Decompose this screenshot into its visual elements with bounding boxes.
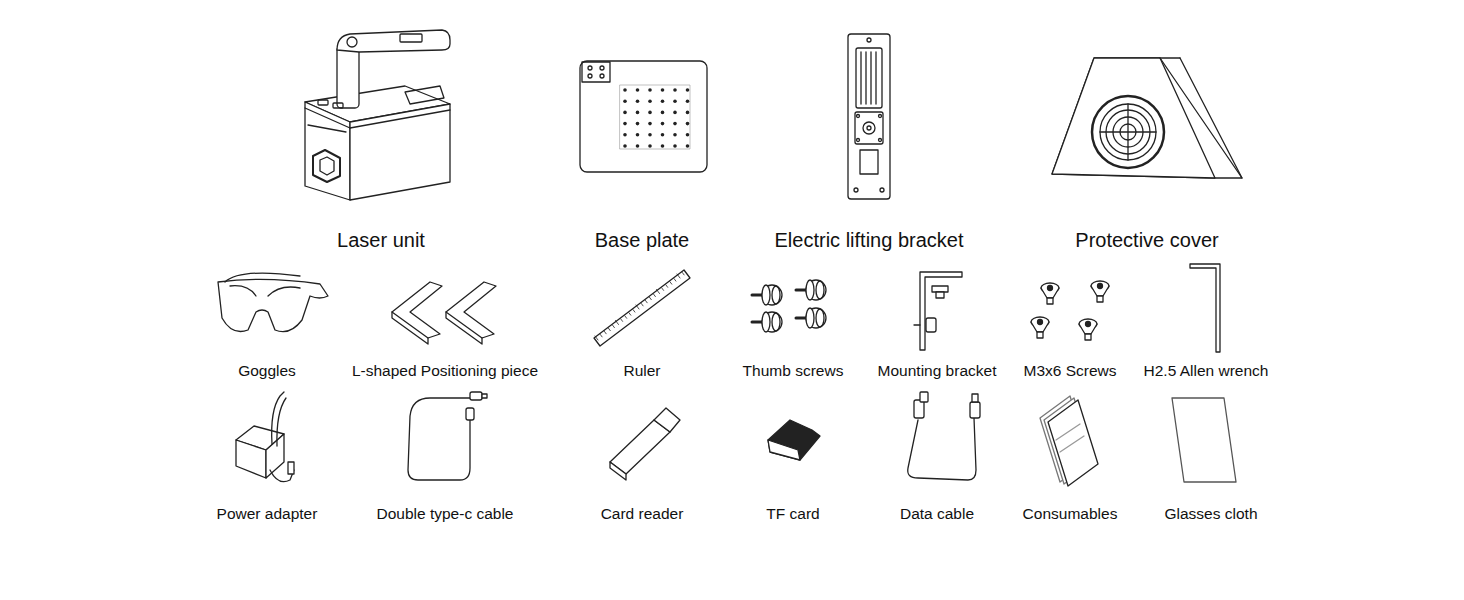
part-name: Base plate [595,228,690,252]
accessory-name: Mounting bracket [878,362,997,381]
ruler-drawing [594,270,690,346]
data-cable-drawing [908,392,980,480]
accessory-name: Double type-c cable [377,505,514,524]
accessory-name: Consumables [1023,505,1118,524]
accessory-name: M3x6 Screws [1023,362,1116,381]
protective-cover-drawing [1052,58,1242,178]
mounting-bracket-drawing [914,272,962,350]
l-piece-drawing [392,282,496,344]
accessory-name: Ruler [623,362,660,381]
accessory-name: TF card [766,505,819,524]
accessory-name: Goggles [238,362,296,381]
laser-unit-drawing [305,30,450,200]
accessory-name: Data cable [900,505,974,524]
part-name: Electric lifting bracket [775,228,964,252]
accessory-name: Thumb screws [743,362,844,381]
m3-screws-drawing [1031,281,1109,340]
tf-card-drawing [768,420,820,460]
card-reader-drawing [610,408,680,480]
accessory-name: Card reader [601,505,684,524]
power-adapter-drawing [236,392,294,482]
allen-wrench-drawing [1190,264,1220,352]
accessory-name: Power adapter [217,505,318,524]
accessory-name: L-shaped Positioning piece [352,362,538,381]
part-name: Protective cover [1075,228,1218,252]
base-plate-drawing [580,61,707,172]
accessory-name: H2.5 Allen wrench [1144,362,1269,381]
consumables-drawing [1040,396,1098,486]
goggles-drawing [218,273,328,332]
part-name: Laser unit [337,228,425,252]
glasses-cloth-drawing [1172,398,1236,482]
type-c-cable-drawing [408,392,487,480]
lifting-bracket-drawing [848,34,890,199]
thumb-screws-drawing [752,280,826,332]
accessory-name: Glasses cloth [1164,505,1257,524]
